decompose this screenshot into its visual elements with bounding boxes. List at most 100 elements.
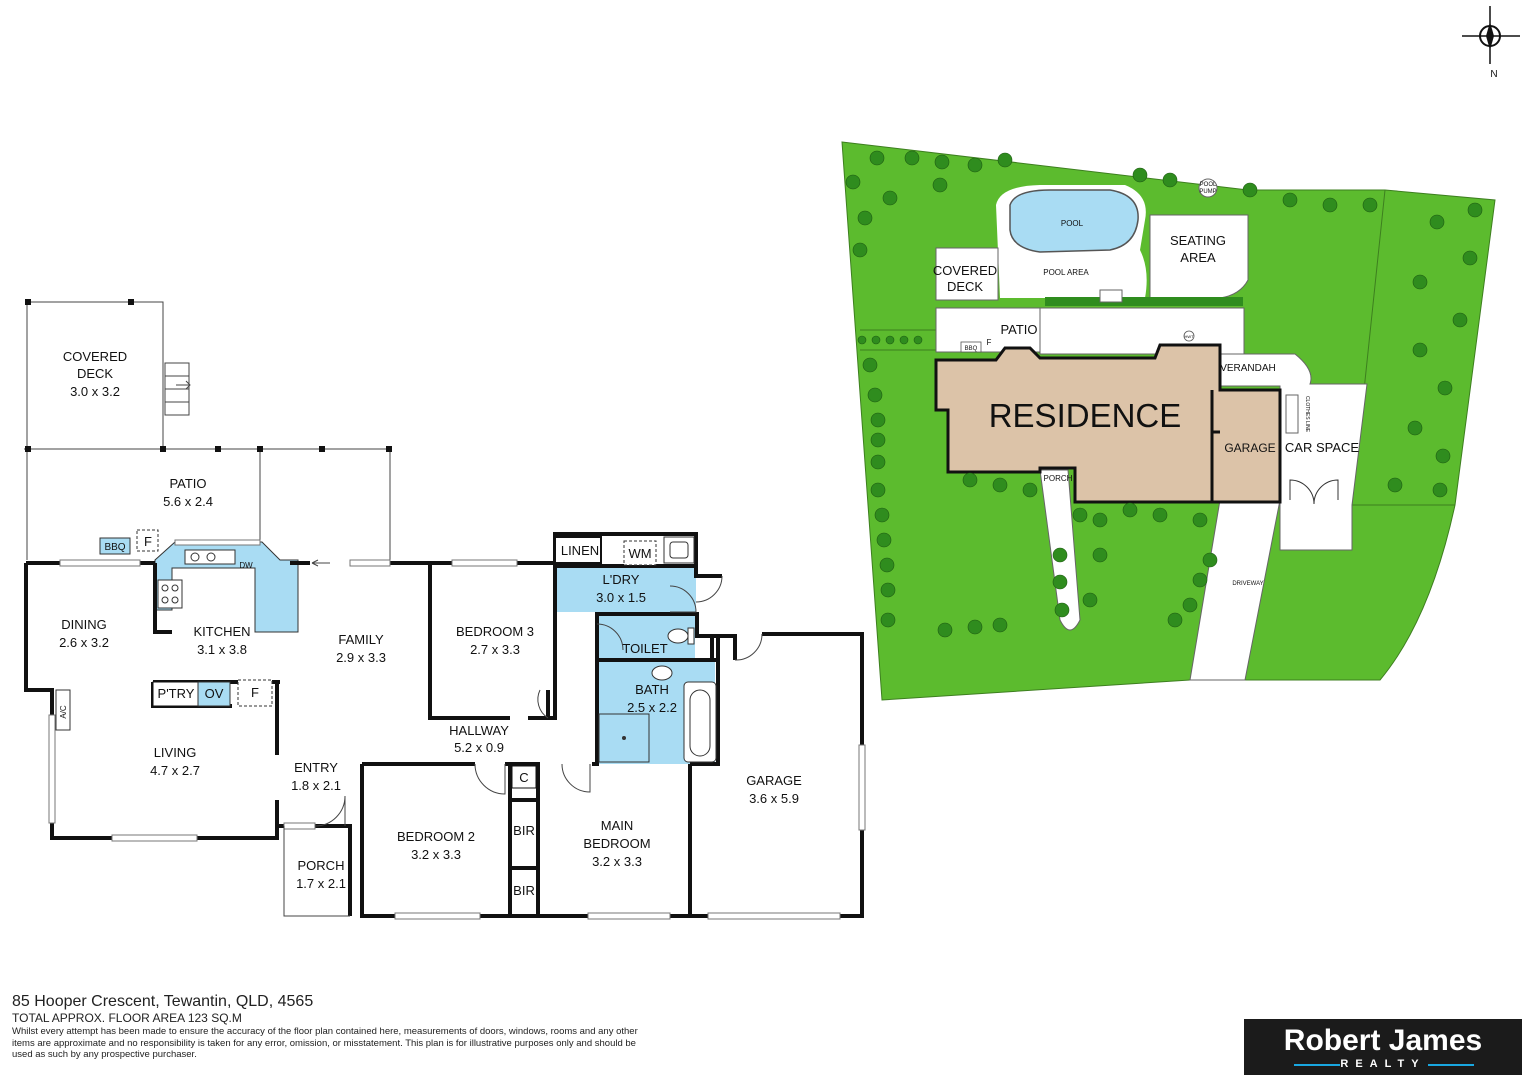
svg-text:3.2 x 3.3: 3.2 x 3.3 <box>592 854 642 869</box>
tree-icon <box>967 157 983 173</box>
tree-icon <box>882 190 898 206</box>
site-seating-area-label: SEATING AREA <box>1170 233 1226 265</box>
room-bedroom3: BEDROOM 3 2.7 x 3.3 <box>456 624 534 657</box>
hedge-icon <box>871 335 881 345</box>
tree-icon <box>1282 192 1298 208</box>
svg-text:LIVING: LIVING <box>154 745 197 760</box>
hedge-icon <box>885 335 895 345</box>
tree-icon <box>1435 448 1451 464</box>
tree-icon <box>1132 167 1148 183</box>
fixture-pantry: P'TRY <box>158 686 195 701</box>
tree-icon <box>937 622 953 638</box>
svg-text:1.8 x 2.1: 1.8 x 2.1 <box>291 778 341 793</box>
tree-icon <box>1092 512 1108 528</box>
fixture-c: C <box>519 770 528 785</box>
svg-text:N: N <box>1490 69 1497 80</box>
room-family: FAMILY 2.9 x 3.3 <box>336 632 386 665</box>
room-hallway: HALLWAY 5.2 x 0.9 <box>449 723 509 755</box>
fixture-linen: LINEN <box>561 543 599 558</box>
tree-icon <box>870 454 886 470</box>
site-car-space-label: CAR SPACE <box>1285 440 1359 455</box>
tree-icon <box>1182 597 1198 613</box>
room-covered-deck: COVERED DECK 3.0 x 3.2 <box>63 349 127 399</box>
svg-text:HALLWAY: HALLWAY <box>449 723 509 738</box>
svg-text:3.0 x 3.2: 3.0 x 3.2 <box>70 384 120 399</box>
svg-text:AREA: AREA <box>1180 250 1216 265</box>
fixture-oven: OV <box>205 686 224 701</box>
tree-icon <box>1052 574 1068 590</box>
tree-icon <box>992 617 1008 633</box>
fixture-fridge: F <box>144 534 152 549</box>
disclaimer: Whilst every attempt has been made to en… <box>12 1026 638 1060</box>
site-patio-label: PATIO <box>1000 322 1037 337</box>
tree-icon <box>867 387 883 403</box>
tree-icon <box>1467 202 1483 218</box>
tree-icon <box>1072 507 1088 523</box>
site-hwt-label: HWT <box>1184 334 1194 339</box>
svg-text:GARAGE: GARAGE <box>746 773 802 788</box>
tree-icon <box>1167 612 1183 628</box>
tree-icon <box>1242 182 1258 198</box>
tree-icon <box>1412 274 1428 290</box>
room-dining: DINING 2.6 x 3.2 <box>59 617 109 650</box>
room-garage: GARAGE 3.6 x 5.9 <box>746 773 802 806</box>
floor-area: TOTAL APPROX. FLOOR AREA 123 SQ.M <box>12 1011 242 1025</box>
room-bedroom2: BEDROOM 2 3.2 x 3.3 <box>397 829 475 862</box>
fixture-bbq: BBQ <box>104 542 125 553</box>
tree-icon <box>967 619 983 635</box>
hedge-icon <box>857 335 867 345</box>
svg-text:KITCHEN: KITCHEN <box>193 624 250 639</box>
tree-icon <box>962 472 978 488</box>
svg-text:BEDROOM: BEDROOM <box>583 836 650 851</box>
site-driveway-label: DRIVEWAY <box>1232 581 1263 587</box>
svg-text:ENTRY: ENTRY <box>294 760 338 775</box>
site-f-label: F <box>987 338 992 347</box>
svg-text:COVERED: COVERED <box>63 349 127 364</box>
tree-icon <box>1437 380 1453 396</box>
fixture-toilet: TOILET <box>622 641 667 656</box>
tree-icon <box>904 150 920 166</box>
svg-text:PATIO: PATIO <box>169 476 206 491</box>
svg-text:3.1 x 3.8: 3.1 x 3.8 <box>197 642 247 657</box>
svg-text:5.2 x 0.9: 5.2 x 0.9 <box>454 740 504 755</box>
tree-icon <box>1387 477 1403 493</box>
svg-text:4.7 x 2.7: 4.7 x 2.7 <box>150 763 200 778</box>
site-pool-label: POOL <box>1061 219 1084 228</box>
room-living: LIVING 4.7 x 2.7 <box>150 745 200 778</box>
tree-icon <box>879 557 895 573</box>
tree-icon <box>870 432 886 448</box>
site-verandah-label: VERANDAH <box>1220 363 1276 374</box>
hedge-icon <box>899 335 909 345</box>
svg-text:1.7 x 2.1: 1.7 x 2.1 <box>296 876 346 891</box>
tree-icon <box>934 154 950 170</box>
room-patio: PATIO 5.6 x 2.4 <box>163 476 213 509</box>
agency-sub: REALTY <box>1340 1058 1426 1070</box>
svg-text:2.5 x 2.2: 2.5 x 2.2 <box>627 700 677 715</box>
compass-icon: N <box>1462 6 1520 80</box>
svg-text:BEDROOM 2: BEDROOM 2 <box>397 829 475 844</box>
tree-icon <box>870 412 886 428</box>
tree-icon <box>1429 214 1445 230</box>
svg-text:DINING: DINING <box>61 617 107 632</box>
tree-icon <box>932 177 948 193</box>
tree-icon <box>1432 482 1448 498</box>
site-covered-deck-label: COVERED DECK <box>933 263 997 294</box>
tree-icon <box>1152 507 1168 523</box>
fixture-dw: DW <box>239 561 253 570</box>
svg-text:COVERED: COVERED <box>933 263 997 278</box>
tree-icon <box>880 582 896 598</box>
tree-icon <box>874 507 890 523</box>
hedge-icon <box>913 335 923 345</box>
site-pool-pump-label: POOL PUMP <box>1199 182 1217 195</box>
tree-icon <box>1052 547 1068 563</box>
tree-icon <box>1082 592 1098 608</box>
site-garage-label: GARAGE <box>1224 441 1275 455</box>
room-entry: ENTRY 1.8 x 2.1 <box>291 760 341 793</box>
site-pool-area-label: POOL AREA <box>1043 268 1089 277</box>
svg-text:PORCH: PORCH <box>298 858 345 873</box>
tree-icon <box>1452 312 1468 328</box>
footer-info: 85 Hooper Crescent, Tewantin, QLD, 4565 … <box>12 993 912 1061</box>
tree-icon <box>869 150 885 166</box>
tree-icon <box>1192 572 1208 588</box>
